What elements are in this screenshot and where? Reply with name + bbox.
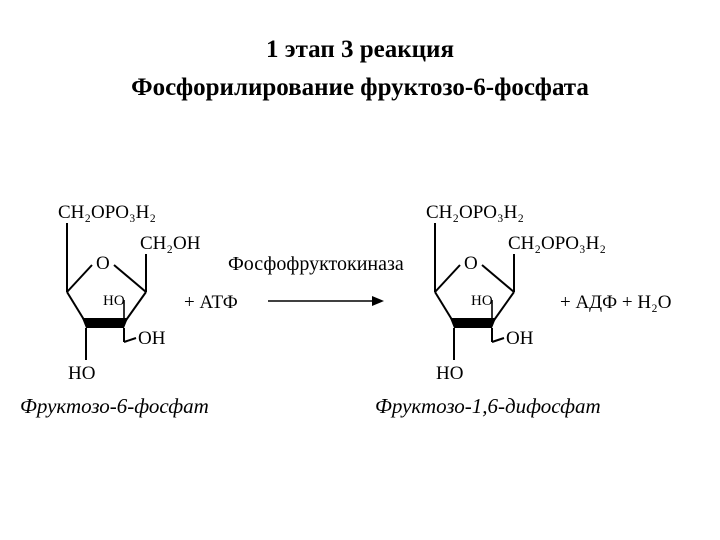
reaction-arrow-head	[372, 296, 384, 306]
product-oh: OH	[506, 328, 534, 349]
substrate-top-group: CH₂OPO₃H₂	[58, 202, 156, 223]
product-ring-edge-lower-right	[491, 291, 515, 324]
substrate-ring-edge-right	[113, 264, 147, 293]
slide-title: 1 этап 3 реакция	[266, 36, 454, 63]
cosubstrate-atp: + АТФ	[184, 292, 238, 313]
substrate-bottom-ho: HO	[68, 363, 95, 384]
product-side-group: CH₂OPO₃H₂	[508, 233, 606, 254]
product-top-group: CH₂OPO₃H₂	[426, 202, 524, 223]
substrate-oh: OH	[138, 328, 166, 349]
substrate-ring-oxygen: O	[96, 253, 110, 274]
product-oh-bond-tail	[491, 337, 505, 343]
substrate-inner-ho: HO	[103, 293, 125, 309]
product-ring-oxygen: O	[464, 253, 478, 274]
substrate-bold-bond	[82, 318, 128, 328]
substrate-name: Фруктозо-6-фосфат	[20, 394, 209, 418]
product-inner-ho: HO	[471, 293, 493, 309]
product-ring-edge-right	[481, 264, 515, 293]
slide-subtitle: Фосфорилирование фруктозо-6-фосфата	[131, 74, 589, 101]
enzyme-label: Фосфофруктокиназа	[228, 253, 404, 275]
product-name: Фруктозо-1,6-дифосфат	[375, 394, 601, 418]
product-ring-edge-left	[434, 264, 461, 293]
substrate-ring-edge-lower-left	[66, 291, 87, 324]
substrate-oh-bond-tail	[123, 337, 137, 343]
product-bold-bond	[450, 318, 496, 328]
substrate-ring-edge-left	[66, 264, 93, 293]
product-structure: CH₂OPO₃H₂ CH₂OPO₃H₂ O HO OH HO Фруктозо-…	[375, 202, 606, 418]
substrate-ring-edge-lower-right	[123, 291, 147, 324]
product-bottom-ho: HO	[436, 363, 463, 384]
substrate-side-group: CH₂OH	[140, 233, 201, 254]
byproducts: + АДФ + H₂O	[560, 292, 671, 313]
substrate-structure: CH₂OPO₃H₂ CH₂OH O HO OH HO Фруктозо-6-фо…	[20, 202, 209, 418]
product-ring-edge-lower-left	[434, 291, 455, 324]
